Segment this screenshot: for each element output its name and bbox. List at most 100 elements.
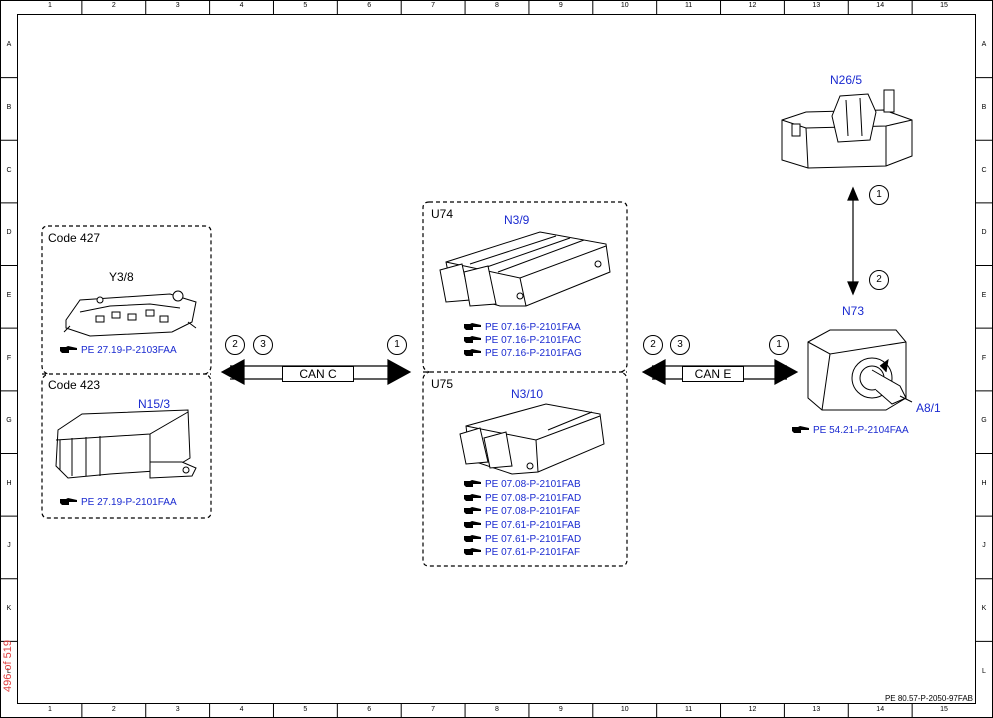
ref-item[interactable]: PE 07.61-P-2101FAF	[464, 547, 580, 558]
ref-text: PE 54.21-P-2104FAA	[813, 425, 909, 436]
grid-row-label: C	[981, 166, 987, 174]
grid-row-label: C	[6, 166, 12, 174]
grid-column-label: 4	[239, 706, 244, 713]
ref-text: PE 07.61-P-2101FAF	[485, 547, 581, 558]
ref-text: PE 07.16-P-2101FAG	[485, 348, 582, 359]
grid-column-label: 6	[367, 706, 372, 713]
marker-2: 2	[869, 270, 889, 290]
pointing-hand-icon	[60, 346, 77, 353]
ref-item[interactable]: PE 54.21-P-2104FAA	[792, 425, 909, 436]
pointing-hand-icon	[464, 349, 481, 356]
grid-row-label: L	[982, 667, 986, 675]
y3-8-drawing	[63, 290, 197, 337]
pointing-hand-icon	[464, 323, 481, 330]
grid-column-label: 10	[620, 2, 629, 9]
grid-column-label: 13	[812, 2, 821, 9]
vertical-bus	[847, 186, 859, 296]
ref-item[interactable]: PE 07.61-P-2101FAD	[464, 534, 581, 545]
can-c-label: CAN C	[282, 366, 354, 382]
grid-column-label: 1	[47, 706, 52, 713]
grid-column-label: 8	[495, 2, 499, 9]
grid-row-label: B	[981, 103, 987, 111]
grid-column-label: 7	[431, 2, 436, 9]
n3-10-drawing	[459, 403, 605, 475]
grid-row-label: F	[981, 354, 987, 362]
grid-column-label: 1	[47, 2, 52, 9]
grid-column-label: 5	[303, 2, 308, 9]
grid-column-label: 15	[940, 706, 948, 713]
marker-3: 3	[670, 335, 690, 355]
pointing-hand-icon	[464, 480, 481, 487]
ref-text: PE 07.08-P-2101FAD	[485, 493, 582, 504]
grid-column-label: 13	[812, 706, 821, 713]
grid-row-label: H	[6, 479, 12, 487]
ref-item[interactable]: PE 27.19-P-2103FAA	[60, 345, 177, 356]
pointing-hand-icon	[464, 521, 481, 528]
grid-row-label: D	[981, 229, 987, 237]
pointing-hand-icon	[792, 426, 809, 433]
ref-item[interactable]: PE 27.19-P-2101FAA	[60, 497, 177, 508]
document-id: PE 80.57-P-2050-97FAB	[884, 694, 973, 703]
u74-label: U74	[431, 207, 454, 221]
n73-label: N73	[842, 304, 865, 318]
grid-row-label: A	[6, 41, 12, 49]
a8-1-label: A8/1	[916, 401, 941, 415]
grid-row-label: D	[6, 229, 12, 237]
grid-column-label: 12	[748, 706, 757, 713]
grid-column-label: 15	[940, 2, 948, 9]
ref-text: PE 27.19-P-2101FAA	[81, 497, 177, 508]
ref-text: PE 07.16-P-2101FAC	[485, 335, 582, 346]
grid-column-label: 14	[876, 2, 885, 9]
grid-row-label: H	[981, 479, 987, 487]
grid-column-label: 7	[431, 706, 436, 713]
grid-column-label: 4	[239, 2, 244, 9]
grid-column-label: 11	[684, 706, 693, 713]
ref-text: PE 07.61-P-2101FAD	[485, 534, 582, 545]
ref-item[interactable]: PE 07.08-P-2101FAB	[464, 479, 581, 490]
pointing-hand-icon	[464, 535, 481, 542]
marker-2: 2	[643, 335, 663, 355]
n3-9-label: N3/9	[504, 213, 530, 227]
n26-5-drawing	[781, 89, 913, 169]
grid-row-label: G	[981, 417, 987, 425]
ref-item[interactable]: PE 07.16-P-2101FAA	[464, 322, 581, 333]
ref-item[interactable]: PE 07.61-P-2101FAB	[464, 520, 581, 531]
marker-3: 3	[253, 335, 273, 355]
pointing-hand-icon	[464, 494, 481, 501]
grid-column-label: 8	[495, 706, 499, 713]
grid-row-label: B	[6, 103, 12, 111]
grid-column-label: 3	[175, 706, 180, 713]
ref-item[interactable]: PE 07.08-P-2101FAD	[464, 493, 581, 504]
ref-item[interactable]: PE 07.16-P-2101FAC	[464, 335, 581, 346]
grid-column-label: 9	[558, 706, 563, 713]
code-423-label: Code 423	[48, 378, 101, 392]
grid-column-label: 11	[684, 2, 693, 9]
u75-label: U75	[431, 377, 454, 391]
marker-1: 1	[387, 335, 407, 355]
code-427-label: Code 427	[48, 231, 101, 245]
grid-row-label: F	[6, 354, 12, 362]
ref-text: PE 27.19-P-2103FAA	[81, 345, 177, 356]
pointing-hand-icon	[464, 507, 481, 514]
ref-item[interactable]: PE 07.08-P-2101FAF	[464, 506, 580, 517]
grid-column-label: 6	[367, 2, 372, 9]
ref-text: PE 07.08-P-2101FAF	[485, 506, 581, 517]
grid-column-label: 12	[748, 2, 757, 9]
grid-column-label: 5	[303, 706, 308, 713]
pointing-hand-icon	[60, 498, 77, 505]
y3-8-label: Y3/8	[109, 270, 134, 284]
ref-item[interactable]: PE 07.16-P-2101FAG	[464, 348, 582, 359]
center-group-frame	[422, 201, 628, 567]
n3-10-label: N3/10	[511, 387, 544, 401]
marker-1: 1	[869, 185, 889, 205]
grid-column-label: 9	[558, 2, 563, 9]
marker-1: 1	[769, 335, 789, 355]
grid-row-label: E	[6, 291, 12, 299]
left-group-frame	[41, 225, 212, 519]
ref-text: PE 07.61-P-2101FAB	[485, 520, 581, 531]
marker-2: 2	[225, 335, 245, 355]
n15-3-label: N15/3	[138, 397, 171, 411]
can-e-label: CAN E	[682, 366, 744, 382]
grid-row-label: K	[6, 605, 12, 613]
